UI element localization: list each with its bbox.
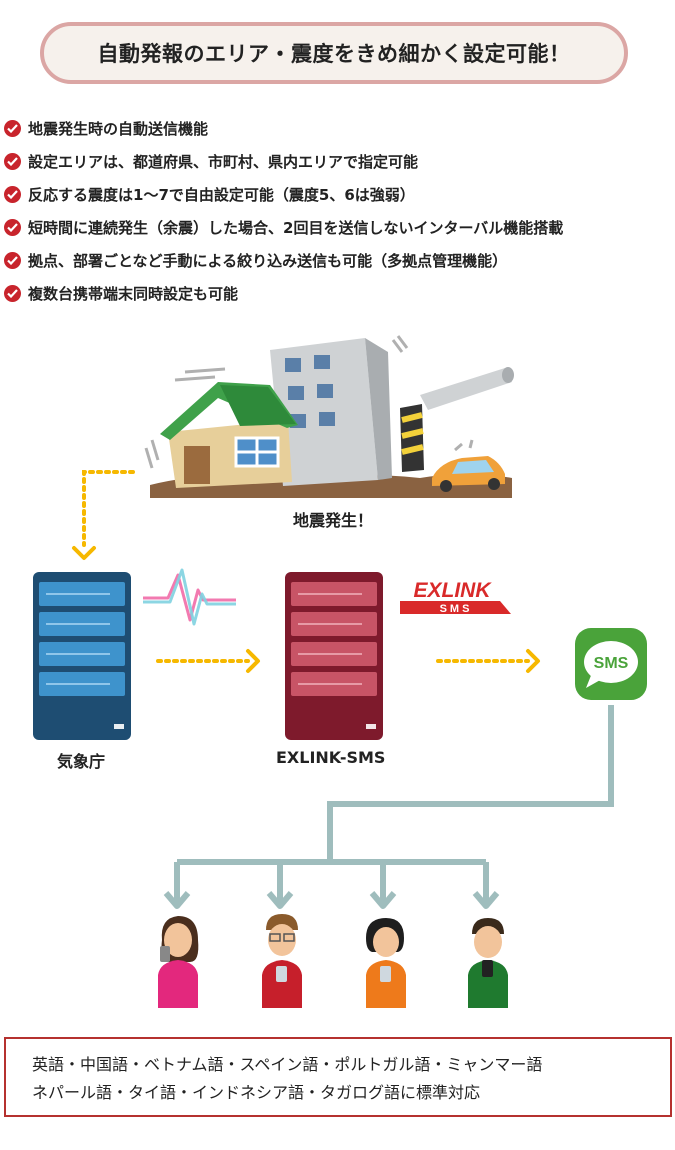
- person-icon: [158, 916, 199, 1008]
- server-icon: [285, 572, 383, 740]
- agency-label: 気象庁: [57, 752, 106, 771]
- service-label: EXLINK-SMS: [276, 748, 386, 767]
- list-item: 拠点、部署ごとなど手動による絞り込み送信も可能（多拠点管理機能）: [4, 244, 674, 277]
- feature-text: 反応する震度は1～7で自由設定可能（震度5、6は強弱）: [28, 186, 415, 204]
- list-item: 地震発生時の自動送信機能: [4, 112, 674, 145]
- feature-list: 地震発生時の自動送信機能 設定エリアは、都道府県、市町村、県内エリアで指定可能 …: [4, 112, 674, 310]
- feature-text: 設定エリアは、都道府県、市町村、県内エリアで指定可能: [28, 153, 419, 171]
- feature-text: 短時間に連続発生（余震）した場合、2回目を送信しないインターバル機能搭載: [28, 219, 564, 237]
- check-icon: [4, 252, 21, 269]
- alert-flow-diagram: EXLINK SMS SMS: [33, 335, 647, 1008]
- check-icon: [4, 219, 21, 236]
- server-icon: [33, 572, 131, 740]
- list-item: 設定エリアは、都道府県、市町村、県内エリアで指定可能: [4, 145, 674, 178]
- dotted-arrow-right: [156, 649, 260, 673]
- sms-bubble-icon: SMS: [575, 628, 647, 700]
- distribution-connector: [163, 705, 614, 909]
- feature-text: 複数台携帯端末同時設定も可能: [28, 285, 239, 303]
- seismic-wave-icon: [143, 568, 236, 626]
- broken-pole: [400, 367, 514, 472]
- car-icon: [432, 439, 505, 492]
- dotted-arrow-right: [436, 649, 540, 673]
- building-icon: [270, 335, 409, 486]
- check-icon: [4, 285, 21, 302]
- sms-bubble-text: SMS: [594, 655, 629, 672]
- person-icon: [262, 914, 302, 1008]
- feature-text: 拠点、部署ごとなど手動による絞り込み送信も可能（多拠点管理機能）: [28, 252, 508, 270]
- languages-line-2: ネパール語・タイ語・インドネシア語・タガログ語に標準対応: [32, 1083, 481, 1102]
- house-icon: [144, 367, 298, 488]
- earthquake-label: 地震発生！: [293, 511, 374, 530]
- title-banner: 自動発報のエリア・震度をきめ細かく設定可能！: [40, 22, 628, 84]
- supported-languages-box: 英語・中国語・ベトナム語・スペイン語・ポルトガル語・ミャンマー語 ネパール語・タ…: [4, 1037, 672, 1117]
- list-item: 反応する震度は1～7で自由設定可能（震度5、6は強弱）: [4, 178, 674, 211]
- list-item: 短時間に連続発生（余震）した場合、2回目を送信しないインターバル機能搭載: [4, 211, 674, 244]
- person-icon: [468, 918, 508, 1008]
- logo-sub: SMS: [440, 603, 473, 615]
- check-icon: [4, 186, 21, 203]
- languages-line-1: 英語・中国語・ベトナム語・スペイン語・ポルトガル語・ミャンマー語: [32, 1055, 543, 1074]
- check-icon: [4, 120, 21, 137]
- page-title: 自動発報のエリア・震度をきめ細かく設定可能！: [97, 42, 571, 66]
- earthquake-scene: [144, 335, 514, 498]
- logo-main: EXLINK: [413, 579, 492, 602]
- exlink-logo: EXLINK SMS: [400, 579, 511, 615]
- person-icon: [366, 918, 406, 1008]
- dotted-arrow-down: [72, 470, 135, 560]
- feature-text: 地震発生時の自動送信機能: [28, 120, 209, 138]
- check-icon: [4, 153, 21, 170]
- list-item: 複数台携帯端末同時設定も可能: [4, 277, 674, 310]
